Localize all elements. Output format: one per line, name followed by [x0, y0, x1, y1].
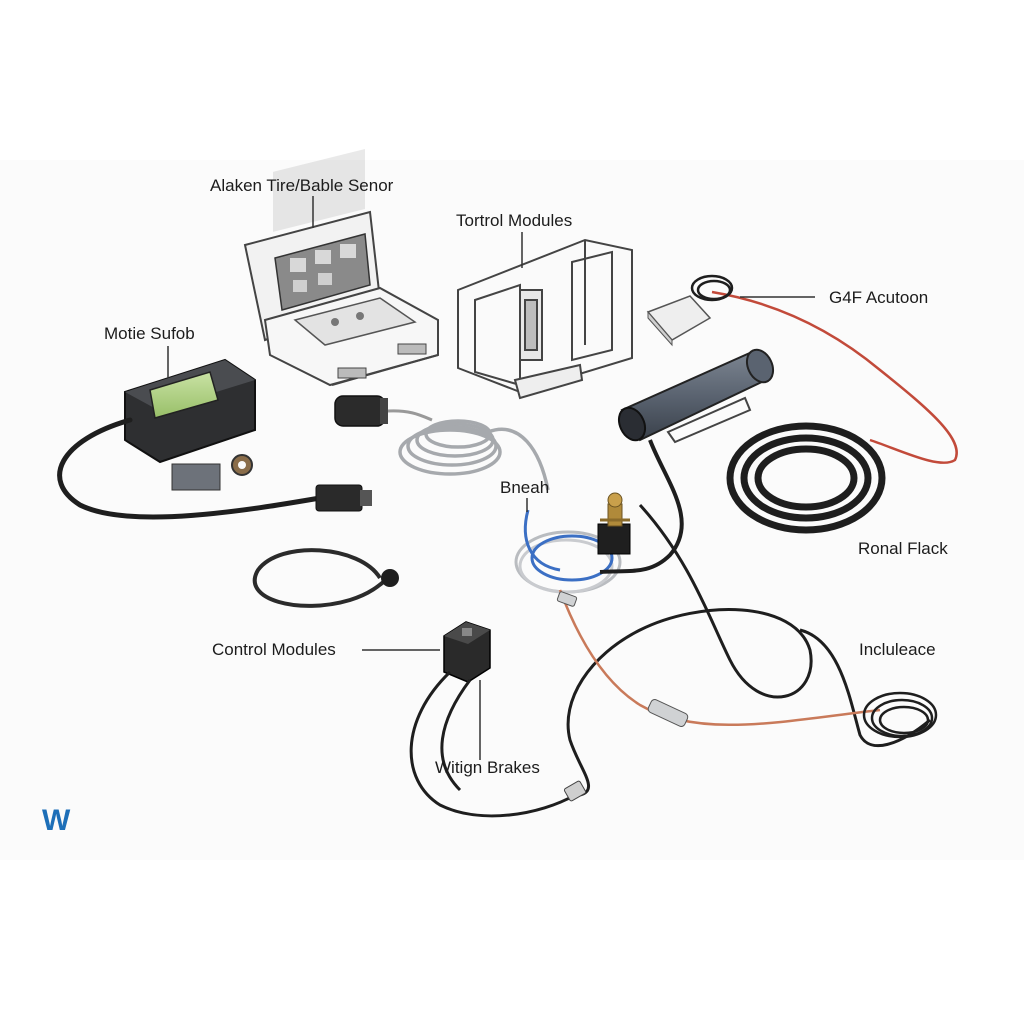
logo: W [42, 804, 70, 837]
control-module-cube [443, 621, 491, 683]
monitor-device [124, 358, 256, 491]
black-cable-loop [252, 548, 399, 608]
label-bneah: Bneah [500, 478, 550, 497]
label-ronal-flack: Ronal Flack [858, 539, 948, 558]
tire-sensor-device [243, 148, 439, 387]
inline-connector-small [556, 591, 578, 607]
label-control-modules: Control Modules [212, 640, 336, 659]
red-wire-top [711, 290, 958, 464]
center-cable-bundle [514, 509, 622, 594]
small-module [646, 295, 712, 347]
lower-right-wire [799, 628, 931, 748]
label-witign-brakes: Witign Brakes [435, 758, 540, 777]
label-g4f-acutoon: G4F Acutoon [829, 288, 929, 307]
valve-fitting [597, 492, 631, 555]
label-incluleace: Incluleace [859, 640, 936, 659]
inline-connector [647, 699, 689, 727]
tube-actuator [617, 348, 775, 444]
tortrol-module-bracket [457, 238, 633, 400]
lower-black-loop [566, 503, 813, 797]
monitor-connector [315, 484, 372, 512]
leader-lines [167, 196, 815, 760]
large-black-coil [726, 422, 886, 534]
brake-wire-b [440, 679, 472, 792]
label-tortrol-modules: Tortrol Modules [456, 211, 573, 230]
label-tire-sensor: Alaken Tire/Bable Senor [210, 176, 394, 195]
cylinder-connector [334, 395, 433, 427]
orange-wire [558, 589, 881, 727]
g4f-coil [690, 274, 734, 302]
coiled-grey-cable [398, 419, 550, 491]
brake-wire-a [409, 670, 576, 818]
label-motie-sufob: Motie Sufob [104, 324, 195, 343]
monitor-cable [57, 417, 323, 520]
brake-connector [563, 780, 587, 802]
small-coil-right [862, 691, 938, 739]
